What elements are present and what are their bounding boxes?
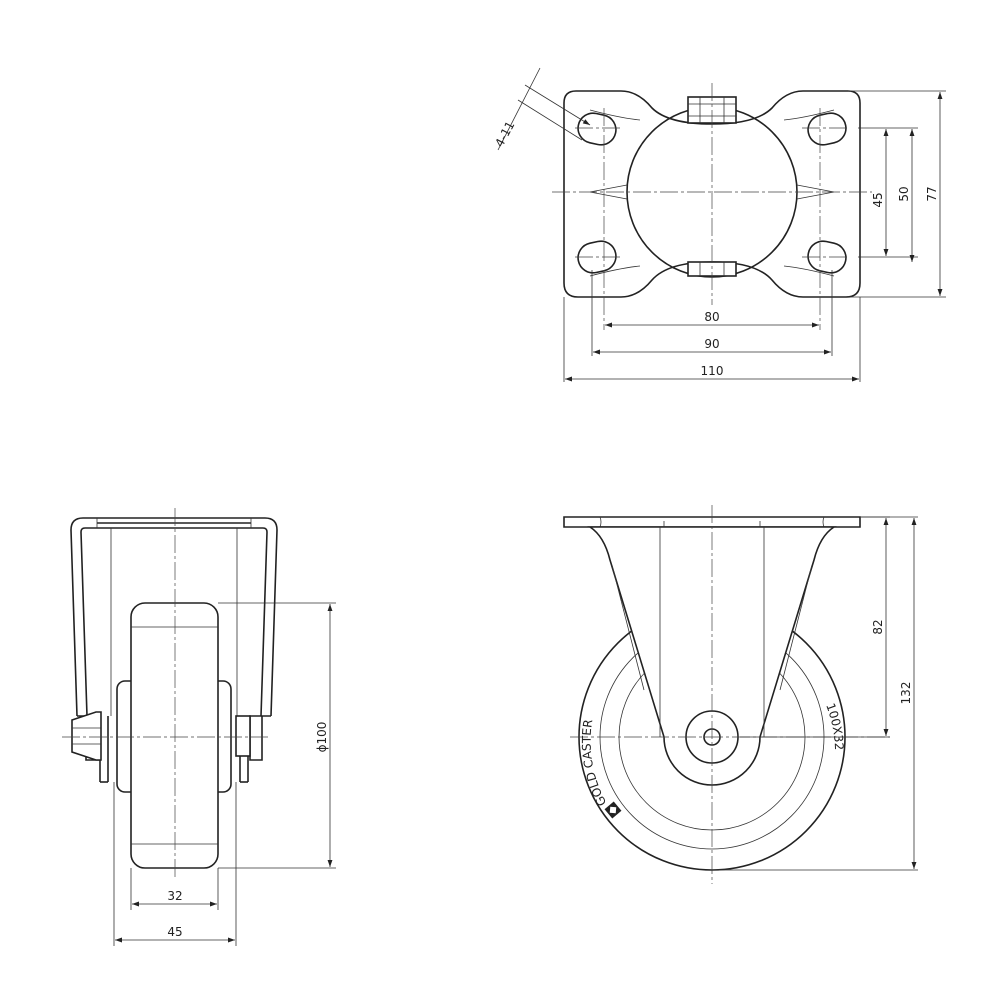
hole-callout-label: 4-11 <box>492 119 517 150</box>
front-wheel <box>130 602 219 869</box>
gusset-left <box>589 184 628 200</box>
dim-hole-spacing-x: 80 <box>704 310 719 324</box>
mounting-hole-bottom-left <box>577 240 617 274</box>
dim-wheel-diameter: ϕ100 <box>315 722 329 753</box>
front-axle-nut <box>71 711 102 761</box>
front-bracket-inner <box>80 527 268 717</box>
dim-overall-height: 132 <box>899 682 913 705</box>
dim-wheel-width: 32 <box>167 889 182 903</box>
gusset-right <box>796 184 835 200</box>
dim-plate-depth: 77 <box>925 186 939 201</box>
front-view: ϕ100 32 45 <box>62 508 336 946</box>
dim-plate-width: 110 <box>701 364 724 378</box>
front-bracket-outer <box>70 517 278 717</box>
dim-plate-inner-y: 50 <box>897 186 911 201</box>
side-view: GOLD CASTER 100X32 82 132 <box>563 505 918 884</box>
dim-hole-spacing-y: 45 <box>871 192 885 207</box>
dim-plate-inner-x: 90 <box>704 337 719 351</box>
mounting-hole-top-left <box>577 112 617 146</box>
front-axle-washer <box>235 715 251 757</box>
top-view: 4-11 45 50 77 80 90 110 <box>492 67 946 382</box>
dim-axle-height: 82 <box>871 619 885 634</box>
mounting-hole-top-right <box>807 112 847 146</box>
wheel-brand-text: GOLD CASTER <box>580 719 610 809</box>
mounting-hole-bottom-right <box>807 240 847 274</box>
brand-logo-icon <box>604 801 622 819</box>
dim-overall-width: 45 <box>167 925 182 939</box>
